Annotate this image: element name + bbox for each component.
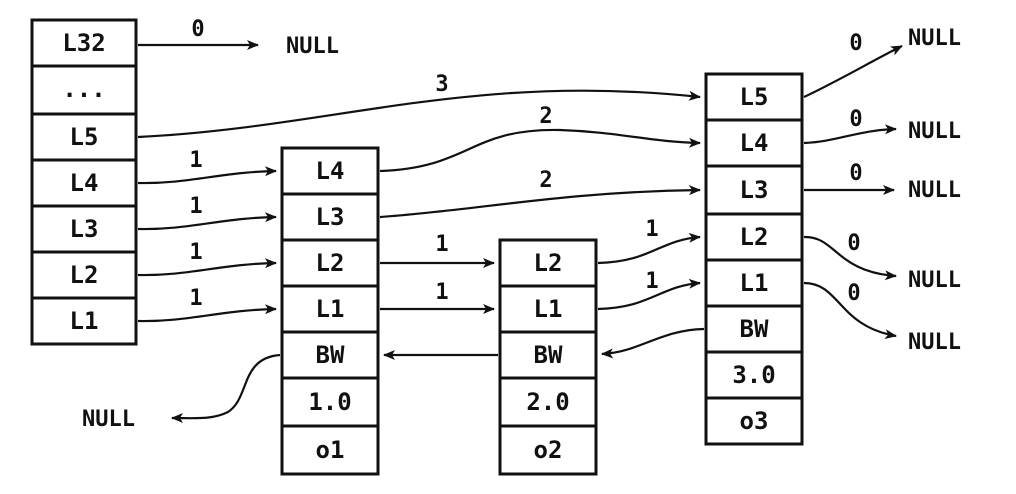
span-labels: 0 3 1 1 1 1 2 2 1 1 1 1 0 0 0 0 0: [189, 17, 862, 311]
node-o2-backward: [498, 330, 598, 380]
arrow-header-L4-to-o1-L4: [137, 166, 277, 185]
arrow-header-L1-to-o1-L1: [137, 304, 277, 323]
node-o3-backward-label: BW: [740, 315, 769, 343]
node-o3-level-L1: [704, 258, 804, 308]
node-o3-level-L3: [704, 164, 804, 216]
backward-pointers: [171, 327, 705, 424]
node-o2: L2 L1 BW 2.0 o2: [498, 238, 598, 476]
node-o1-backward-label: BW: [316, 341, 345, 369]
node-o3-level-L5: [704, 72, 804, 122]
node-o3-level-L2-label: L2: [740, 223, 769, 251]
node-o2-backward-label: BW: [534, 341, 563, 369]
arrow-o3-backward-to-o2: [601, 327, 705, 359]
node-o1: L4 L3 L2 L1 BW 1.0 o1: [280, 146, 380, 476]
node-o3-object: [704, 396, 804, 446]
node-o3-level-L5-label: L5: [740, 83, 769, 111]
node-o3-level-L2: [704, 212, 804, 262]
node-o1-level-L4: [280, 146, 380, 196]
span-label-header-L2: 1: [189, 240, 202, 265]
node-o1-level-L1-label: L1: [316, 295, 345, 323]
node-o1-level-L4-label: L4: [316, 157, 345, 185]
node-o3-object-label: o3: [740, 407, 769, 435]
null-label-o3-L1: NULL: [908, 330, 961, 355]
arrow-o1-L4-to-o3-L4: [379, 128, 701, 173]
span-label-o3-L3: 0: [849, 161, 862, 186]
node-o1-level-L2: [280, 238, 380, 288]
null-labels: NULL NULL NULL NULL NULL NULL NULL: [82, 26, 961, 432]
null-label-o3-L5: NULL: [908, 26, 961, 51]
node-o2-object-label: o2: [534, 436, 563, 464]
node-o2-score-label: 2.0: [526, 388, 569, 416]
span-label-o1-L4: 2: [539, 104, 552, 129]
header-cell-L1-label: L1: [70, 307, 99, 335]
span-label-o2-L1: 1: [645, 269, 658, 294]
arrow-o3-L5-to-null: [803, 45, 903, 98]
node-o1-level-L1: [280, 284, 380, 334]
forward-pointers: [137, 40, 903, 340]
node-o1-object: [280, 424, 380, 476]
header-cell-L3-label: L3: [70, 215, 99, 243]
node-o1-backward: [280, 330, 380, 380]
header-cell-L2-label: L2: [70, 261, 99, 289]
header-cell-L5-label: L5: [70, 123, 99, 151]
arrow-o1-L3-to-o3-L3: [379, 185, 701, 219]
span-label-o1-L3: 2: [539, 168, 552, 193]
node-o2-level-L1-label: L1: [534, 295, 563, 323]
node-o2-object: [498, 424, 598, 476]
arrow-header-L2-to-o1-L2: [137, 258, 277, 277]
arrow-o1-backward-to-null: [171, 353, 281, 424]
node-o3-level-L3-label: L3: [740, 176, 769, 204]
span-label-header-L3: 1: [189, 194, 202, 219]
span-label-o1-L1: 1: [435, 280, 448, 305]
header-cell-L2: [30, 250, 138, 300]
arrow-header-L5-to-o3-L5: [137, 89, 701, 139]
arrow-o2-L2-to-o3-L2: [597, 232, 701, 265]
node-o1-score-label: 1.0: [308, 388, 351, 416]
header-cell-L32-label: L32: [62, 29, 105, 57]
span-label-o3-L1: 0: [847, 281, 860, 306]
node-o3-score-label: 3.0: [732, 361, 775, 389]
span-label-o1-L2: 1: [435, 232, 448, 257]
node-o1-object-label: o1: [316, 436, 345, 464]
span-label-o3-L2: 0: [847, 231, 860, 256]
span-label-header-L1: 1: [189, 286, 202, 311]
node-o1-level-L2-label: L2: [316, 249, 345, 277]
header-cell-L4-label: L4: [70, 169, 99, 197]
span-label-header-L32: 0: [191, 17, 204, 42]
arrow-o3-L2-to-null: [803, 235, 897, 281]
span-label-header-L4: 1: [189, 148, 202, 173]
span-label-o2-L2: 1: [645, 217, 658, 242]
node-o2-level-L1: [498, 284, 598, 334]
arrow-o3-L1-to-null: [803, 281, 897, 340]
span-label-o3-L4: 0: [849, 107, 862, 132]
null-label-o3-L3: NULL: [908, 178, 961, 203]
null-label-o1-backward: NULL: [82, 407, 135, 432]
node-o3: L5 L4 L3 L2 L1 BW 3.0 o3: [704, 72, 804, 446]
arrow-o2-L1-to-o3-L1: [597, 278, 701, 311]
null-label-header-L32: NULL: [286, 34, 339, 59]
node-o3-level-L1-label: L1: [740, 269, 769, 297]
header-cell-L1: [30, 296, 138, 346]
node-o1-level-L3-label: L3: [316, 203, 345, 231]
arrow-o3-L4-to-null: [803, 124, 897, 145]
null-label-o3-L4: NULL: [908, 119, 961, 144]
header-cell-L4: [30, 158, 138, 208]
null-label-o3-L2: NULL: [908, 268, 961, 293]
node-o3-level-L4-label: L4: [740, 129, 769, 157]
span-label-header-L5: 3: [435, 72, 448, 97]
node-o2-level-L2-label: L2: [534, 249, 563, 277]
arrow-header-L3-to-o1-L3: [137, 212, 277, 231]
header-cell-ellipsis-label: ...: [62, 75, 105, 103]
span-label-o3-L5: 0: [849, 31, 862, 56]
header-column: L32 ... L5 L4 L3 L2 L1: [30, 18, 138, 346]
